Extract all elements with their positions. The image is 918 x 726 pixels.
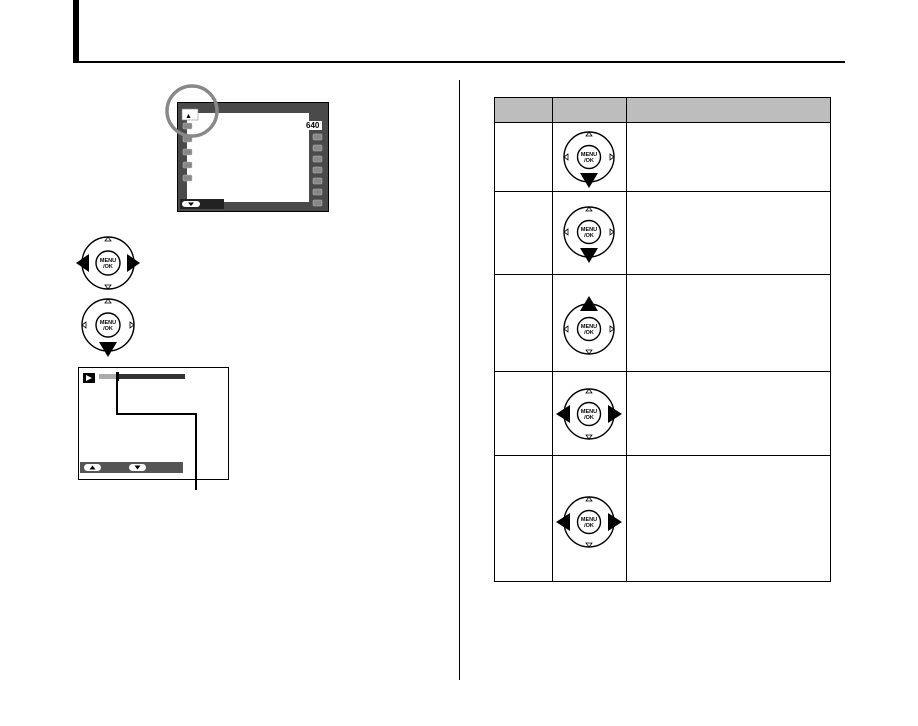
- row-description: [625, 274, 832, 372]
- dpad-up-icon: MENU /OK: [563, 296, 615, 355]
- row-state: [494, 455, 553, 582]
- dpad-left-right-icon: MENU /OK: [556, 388, 623, 440]
- svg-text:MENU: MENU: [581, 227, 597, 233]
- row-dpad-cell: MENU /OK: [551, 371, 627, 456]
- dpad-down-icon: MENU /OK: [563, 131, 615, 188]
- column-divider: [459, 80, 460, 680]
- row-dpad-cell: MENU /OK: [551, 122, 627, 192]
- table-row: MENU /OK: [494, 371, 832, 456]
- row-dpad-cell: MENU /OK: [551, 455, 627, 582]
- svg-text:MENU: MENU: [581, 324, 597, 330]
- svg-text:▲: ▲: [185, 113, 192, 120]
- table-header-cell: [494, 97, 553, 123]
- row-description: [625, 371, 832, 456]
- row-state: [494, 274, 553, 372]
- row-dpad-cell: MENU /OK: [551, 191, 627, 275]
- svg-text:MENU: MENU: [581, 517, 597, 523]
- table-row: MENU /OK: [494, 274, 832, 372]
- dpad-down-icon: MENU /OK: [563, 206, 615, 263]
- row-state: [494, 371, 553, 456]
- header-rule: [73, 61, 845, 63]
- svg-text:MENU: MENU: [581, 152, 597, 158]
- svg-text:/OK: /OK: [103, 264, 113, 270]
- table-row: MENU /OK: [494, 191, 832, 275]
- table-row: MENU /OK: [494, 455, 832, 582]
- svg-text:/OK: /OK: [584, 415, 594, 421]
- dpad-left-right-icon: MENU /OK: [556, 496, 623, 548]
- dpad-left-right-icon: MENU /OK: [76, 236, 140, 290]
- row-dpad-cell: MENU /OK: [551, 274, 627, 372]
- highlight-circle: [165, 84, 219, 138]
- table-header-row: [494, 97, 832, 123]
- callout-line: [116, 376, 197, 490]
- svg-text:/OK: /OK: [584, 330, 594, 336]
- row-description: [625, 122, 832, 192]
- row-state: [494, 122, 553, 192]
- table-header-cell: [625, 97, 832, 123]
- resolution-badge: 640: [306, 121, 320, 130]
- svg-text:MENU: MENU: [100, 320, 116, 326]
- svg-text:/OK: /OK: [584, 233, 594, 239]
- svg-text:/OK: /OK: [584, 523, 594, 529]
- svg-text:/OK: /OK: [103, 326, 113, 332]
- row-description: [625, 191, 832, 275]
- dpad-down-icon: MENU /OK: [81, 298, 135, 357]
- svg-text:MENU: MENU: [581, 409, 597, 415]
- header-accent-bar: [73, 0, 79, 62]
- row-description: [625, 455, 832, 582]
- table-row: MENU /OK: [494, 122, 832, 192]
- operation-table: MENU /OK MENU /OK: [494, 97, 832, 582]
- svg-text:/OK: /OK: [584, 158, 594, 164]
- table-header-cell: [551, 97, 627, 123]
- dpad-menu-label: MENU: [100, 258, 116, 264]
- row-state: [494, 191, 553, 275]
